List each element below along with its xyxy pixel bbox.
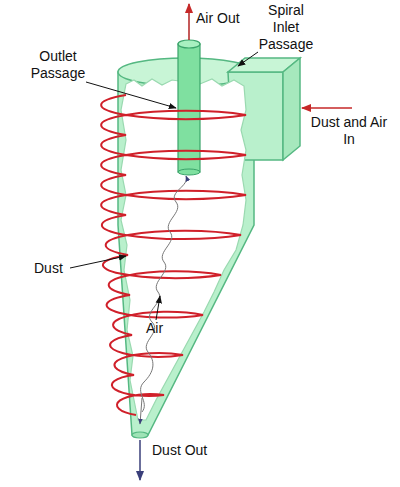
leader-line bbox=[238, 52, 258, 66]
outlet-pipe-top bbox=[178, 40, 200, 48]
callout-label: Spiral Inlet Passage bbox=[254, 2, 318, 53]
inlet-opening bbox=[283, 58, 300, 160]
dust-outlet bbox=[132, 432, 148, 438]
callout-label: Air bbox=[146, 320, 176, 337]
callout-label: Air Out bbox=[196, 10, 266, 27]
dust-helix bbox=[101, 95, 246, 415]
callout-label: Dust and Air In bbox=[308, 114, 390, 148]
inlet-flow-arrow bbox=[302, 107, 352, 109]
dust-out-arrow bbox=[139, 440, 141, 480]
callout-label: Dust Out bbox=[152, 442, 232, 459]
outlet-pipe bbox=[178, 44, 200, 172]
leader-line bbox=[70, 256, 126, 268]
air-vortex-down bbox=[140, 398, 142, 424]
air-vortex bbox=[141, 176, 187, 412]
outlet-pipe-bottom bbox=[178, 169, 200, 175]
leader-line bbox=[156, 296, 160, 320]
leader-line bbox=[86, 82, 176, 108]
air-out-arrow bbox=[188, 4, 190, 40]
callout-label: Outlet Passage bbox=[26, 48, 90, 82]
callout-label: Dust bbox=[34, 260, 74, 277]
